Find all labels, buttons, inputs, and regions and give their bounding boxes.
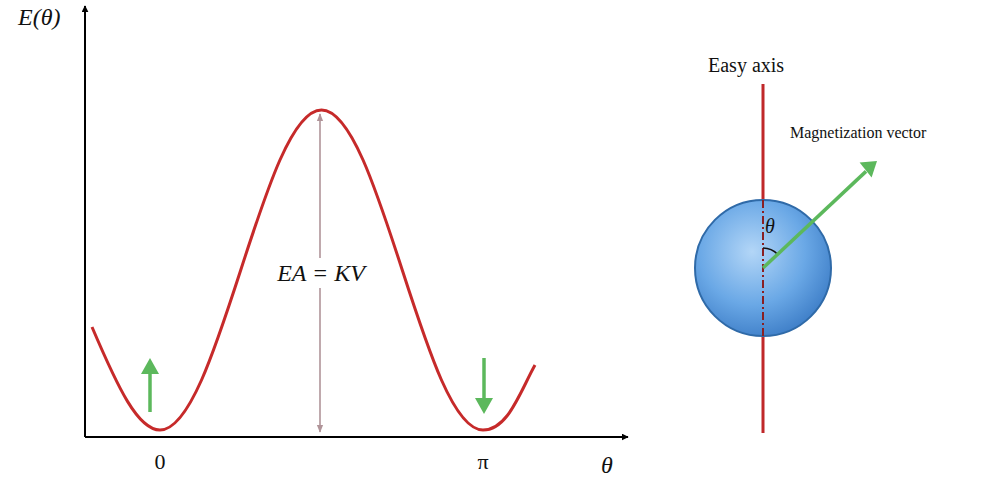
magnetization-arrow: [763, 161, 877, 268]
tick-label: π: [477, 450, 488, 474]
barrier-label: EA = KV: [273, 258, 369, 288]
angle-symbol: θ: [765, 216, 775, 236]
vector-label: Magnetization vector: [790, 124, 926, 142]
axis-label: Easy axis: [708, 54, 784, 76]
energy-curve: [92, 110, 535, 430]
axis-title: θ: [601, 452, 613, 478]
spin-down-arrow: [475, 358, 493, 414]
tick-label: 0: [155, 450, 166, 474]
angle-arc: [763, 248, 778, 254]
axis-title: E(θ): [18, 4, 60, 30]
axis-dashdot: [762, 200, 764, 338]
y-axis: [84, 6, 86, 437]
spin-up-arrow: [141, 358, 159, 412]
x-axis: [85, 436, 628, 438]
